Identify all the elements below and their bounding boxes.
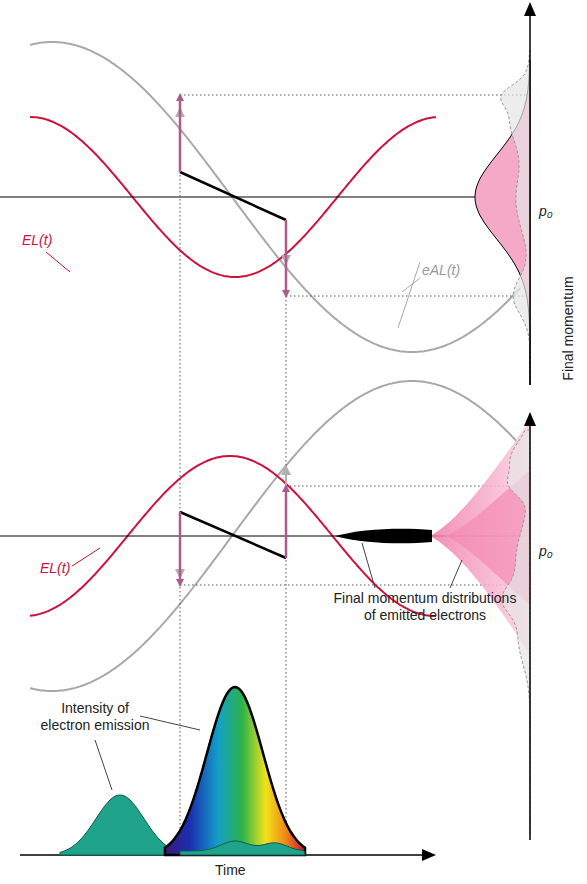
electron-pulse [335,529,432,544]
axis-line [0,197,530,198]
annotation-label: Time [215,862,246,879]
momentum-axis [529,14,531,840]
annotation-label: p₀ [539,203,553,220]
axis-arrow [422,849,436,861]
emission-pulse [180,841,305,855]
momentum-arrows [180,97,286,583]
annotation-label: EL(t) [40,560,70,577]
axis-arrow [524,412,536,426]
momentum-distribution [501,50,530,385]
emission-pulse [60,795,180,855]
emission-pulse [165,687,305,855]
annotation-label: Final momentum distributions of emitted … [330,590,520,624]
axis-title: Final momentum [560,259,577,399]
momentum-distribution [502,430,530,835]
annotation-label: eAL(t) [422,262,460,279]
annotation-label: p₀ [539,543,553,560]
annotation-label: Intensity of electron emission [40,700,150,734]
annotation-label: EL(t) [22,232,52,249]
axis-arrow [524,2,536,16]
